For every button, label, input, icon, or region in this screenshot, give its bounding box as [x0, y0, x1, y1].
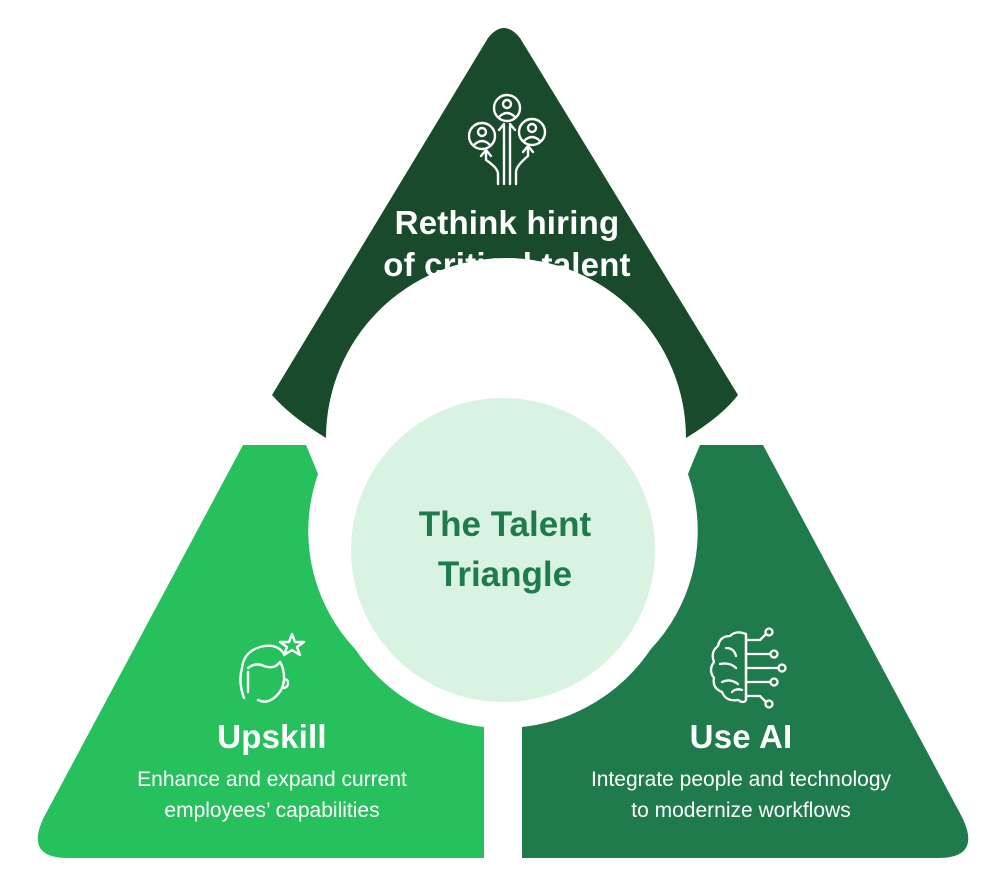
brain-circuit-icon	[709, 627, 787, 709]
center-title-line1: The Talent	[418, 505, 592, 544]
center-title-line2: Triangle	[437, 555, 573, 594]
people-growth-icon	[467, 93, 547, 186]
segment-left-text: Upskill Enhance and expand current emplo…	[84, 716, 460, 826]
segment-top-title-line2: of critical talent	[383, 246, 631, 283]
segment-right-text: Use AI Integrate people and technology t…	[548, 716, 934, 826]
segment-top-shape	[272, 28, 738, 438]
segment-top-title-line1: Rethink hiring	[394, 204, 620, 241]
segment-left-shape	[37, 445, 484, 858]
segment-left-desc: Enhance and expand current employees’ ca…	[84, 764, 460, 826]
head-star-icon	[239, 632, 306, 703]
segment-right-desc-line2: to modernize workflows	[631, 799, 851, 822]
segment-left-title: Upskill	[217, 718, 327, 755]
segment-top-desc-line1: Target superstars	[425, 296, 589, 319]
center-title: The Talent Triangle	[373, 500, 637, 600]
segment-right-title: Use AI	[689, 718, 793, 755]
segment-top-desc: Target superstars regardless of location	[322, 292, 692, 354]
segment-left-desc-line2: employees’ capabilities	[164, 799, 380, 822]
segment-top-desc-line2: regardless of location	[407, 327, 607, 350]
segment-right-desc-line1: Integrate people and technology	[590, 768, 892, 791]
segment-right-desc: Integrate people and technology to moder…	[548, 764, 934, 826]
center-circle	[351, 398, 655, 702]
segment-top-text: Rethink hiring of critical talent Target…	[322, 202, 692, 354]
segment-left-desc-line1: Enhance and expand current	[137, 768, 407, 791]
